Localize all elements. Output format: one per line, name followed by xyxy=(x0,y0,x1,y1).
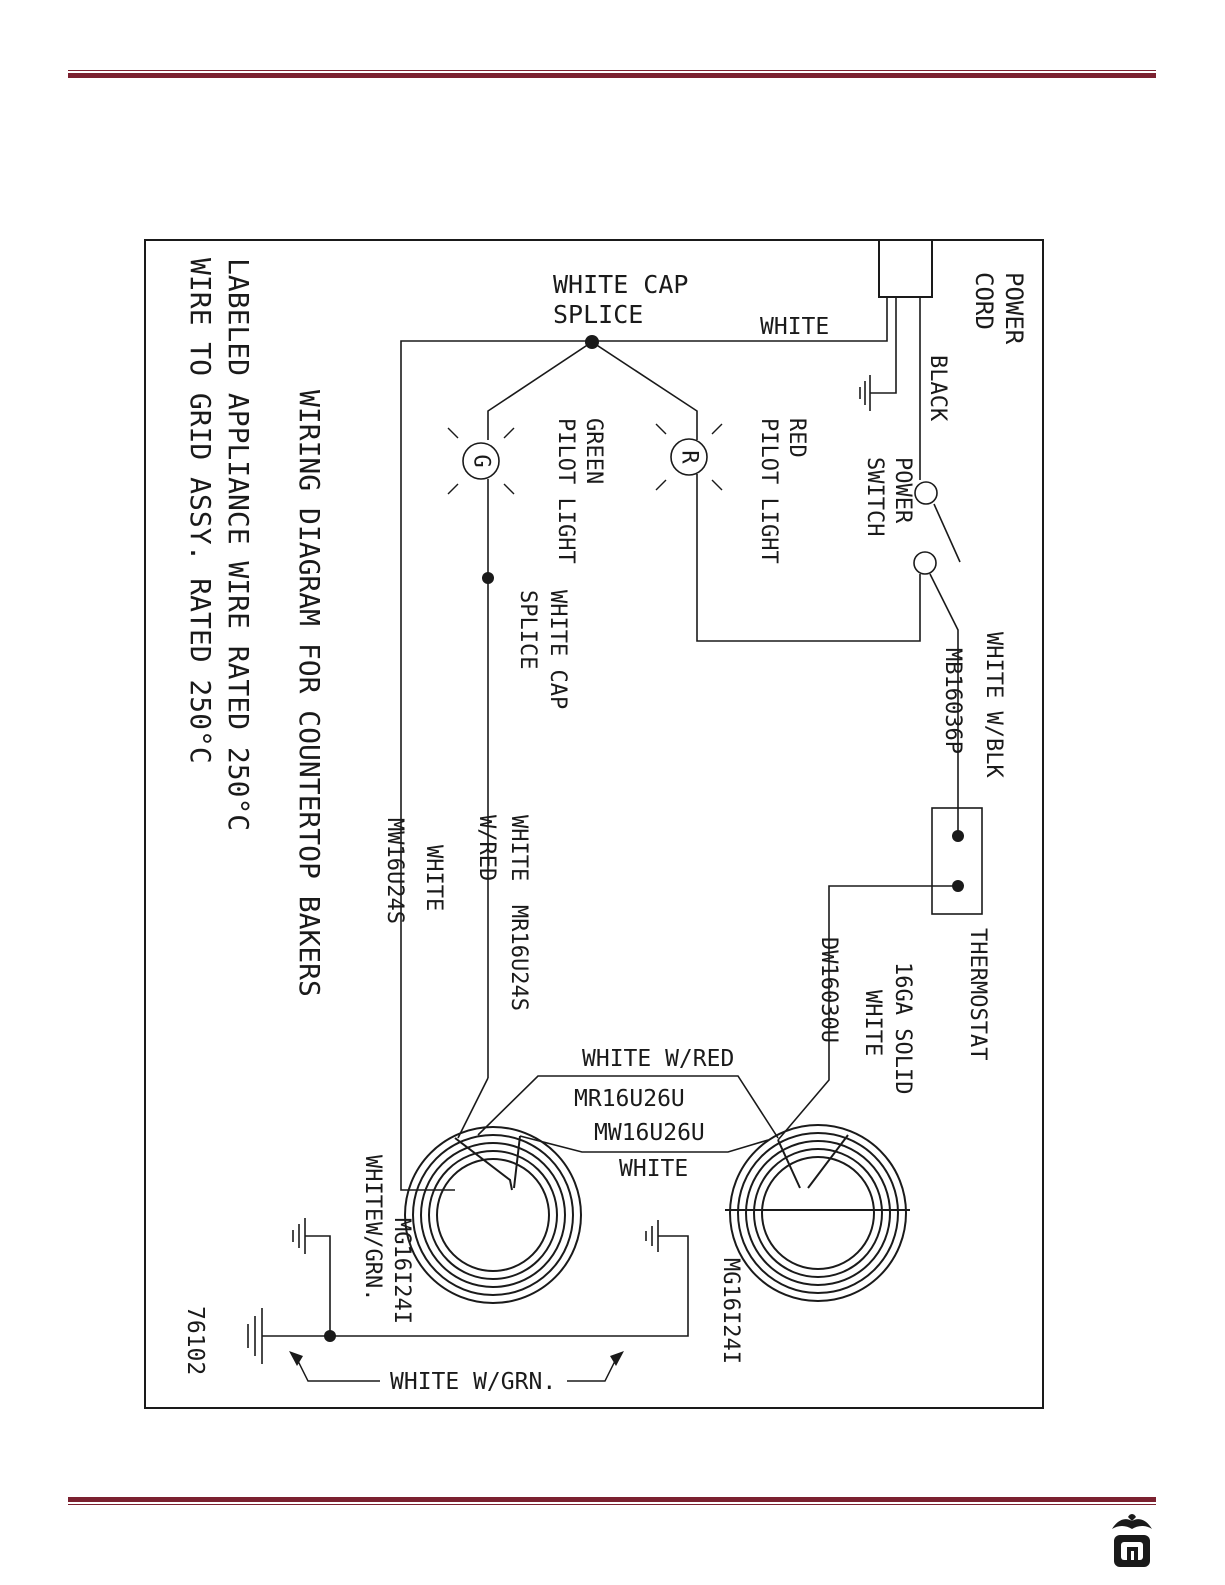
wire-white-jumper xyxy=(519,1135,769,1153)
wire-white-w-blk xyxy=(929,573,959,836)
brand-logo-icon xyxy=(1112,1514,1152,1567)
label-white-w-red-vert-1: WHITE xyxy=(506,815,531,881)
ground-symbol-main xyxy=(247,1308,263,1364)
label-power-cord-1: POWER xyxy=(1000,272,1028,345)
label-mr16u24s: MR16U24S xyxy=(506,905,531,1011)
label-green-pilot-2: PILOT LIGHT xyxy=(553,418,578,564)
heating-element-right xyxy=(725,1124,910,1302)
switch-lever xyxy=(933,503,961,563)
heating-element-left xyxy=(404,1126,582,1304)
switch-contact-bottom xyxy=(913,551,937,575)
red-pilot-rays xyxy=(655,423,723,491)
label-white-cap-splice-mid-1: WHITE CAP xyxy=(545,590,570,709)
wire-white-w-grn xyxy=(305,1235,689,1337)
thermostat-box xyxy=(931,807,983,915)
label-white-solid: WHITE xyxy=(860,990,885,1056)
label-white-w-red-horiz: WHITE W/RED xyxy=(582,1046,734,1072)
label-mg16i24i-right: MG16I24I xyxy=(718,1258,743,1364)
arrow-left-head xyxy=(289,1351,303,1366)
header-rule-thick xyxy=(68,73,1156,78)
arrow-right xyxy=(567,1354,619,1382)
ground-symbol-cord xyxy=(859,375,871,411)
label-white-w-grn-bottom: WHITE W/GRN. xyxy=(390,1369,556,1395)
label-green-pilot-1: GREEN xyxy=(581,418,606,484)
label-white-w-grn-left-2: W/GRN. xyxy=(360,1222,385,1301)
label-power-switch-1: POWER xyxy=(890,457,915,524)
splice-dot-mid xyxy=(482,572,494,584)
header-rule-thin xyxy=(68,70,1156,71)
note-line-1: LABELED APPLIANCE WIRE RATED 250°C xyxy=(222,258,255,831)
label-mg16i24i-left: MG16I24I xyxy=(389,1218,414,1324)
wire-dw16030u xyxy=(777,885,958,1141)
footer-rule xyxy=(68,1497,1156,1505)
wire-cord-ground xyxy=(870,297,897,394)
label-white-cap-splice-top-2: SPLICE xyxy=(553,300,643,329)
ground-symbol-right xyxy=(645,1220,659,1252)
label-red-pilot-2: PILOT LIGHT xyxy=(756,418,781,564)
label-diagram-number: 76102 xyxy=(182,1306,208,1375)
label-power-switch-2: SWITCH xyxy=(862,457,887,536)
label-mr16u26u: MR16U26U xyxy=(574,1086,685,1112)
red-pilot-symbol: R xyxy=(677,450,702,464)
diagram-title: WIRING DIAGRAM FOR COUNTERTOP BAKERS xyxy=(293,390,326,997)
wire-splice-to-lights xyxy=(487,341,698,440)
header-rule xyxy=(68,70,1156,78)
label-white-w-grn-left-1: WHITE xyxy=(360,1155,385,1221)
wire-white-w-red-jumper xyxy=(477,1075,779,1139)
label-black: BLACK xyxy=(925,355,950,422)
footer-rule-thin xyxy=(68,1504,1156,1505)
label-power-cord-2: CORD xyxy=(970,272,998,330)
red-pilot-light xyxy=(670,438,708,476)
arrow-right-head xyxy=(610,1351,624,1366)
thermostat-terminal-1 xyxy=(952,830,964,842)
wire-to-red-pilot xyxy=(696,474,921,642)
label-white-horiz: WHITE xyxy=(619,1156,688,1182)
green-pilot-symbol: G xyxy=(469,454,494,467)
green-pilot-rays xyxy=(447,427,515,495)
ground-symbol-left xyxy=(292,1218,306,1254)
switch-contact-top xyxy=(914,481,938,505)
label-mb16036p: MB16036P xyxy=(940,648,965,754)
label-white-w-blk: WHITE W/BLK xyxy=(981,632,1006,778)
note-line-2: WIRE TO GRID ASSY. RATED 250°C xyxy=(184,258,217,764)
label-white-top: WHITE xyxy=(760,314,829,340)
label-dw16030u: DW16030U xyxy=(816,937,841,1043)
power-cord-plug xyxy=(878,239,933,298)
label-white-w-red-vert-2: W/RED xyxy=(474,815,499,881)
footer-rule-thick xyxy=(68,1497,1156,1502)
label-white-cap-splice-mid-2: SPLICE xyxy=(515,590,540,669)
wire-white-neutral xyxy=(400,297,888,1191)
arrow-left xyxy=(294,1354,380,1382)
label-16ga-solid: 16GA SOLID xyxy=(890,962,915,1094)
label-white-left: WHITE xyxy=(421,845,446,911)
label-white-cap-splice-top-1: WHITE CAP xyxy=(553,270,688,299)
wire-mr16u24s-end xyxy=(457,1077,489,1139)
diagram-frame xyxy=(144,239,1044,1409)
green-pilot-light xyxy=(462,442,500,480)
label-thermostat: THERMOSTAT xyxy=(965,928,990,1060)
label-red-pilot-1: RED xyxy=(784,418,809,458)
label-mw16u26u: MW16U26U xyxy=(594,1120,705,1146)
label-mw16u24s: MW16U24S xyxy=(382,818,407,924)
